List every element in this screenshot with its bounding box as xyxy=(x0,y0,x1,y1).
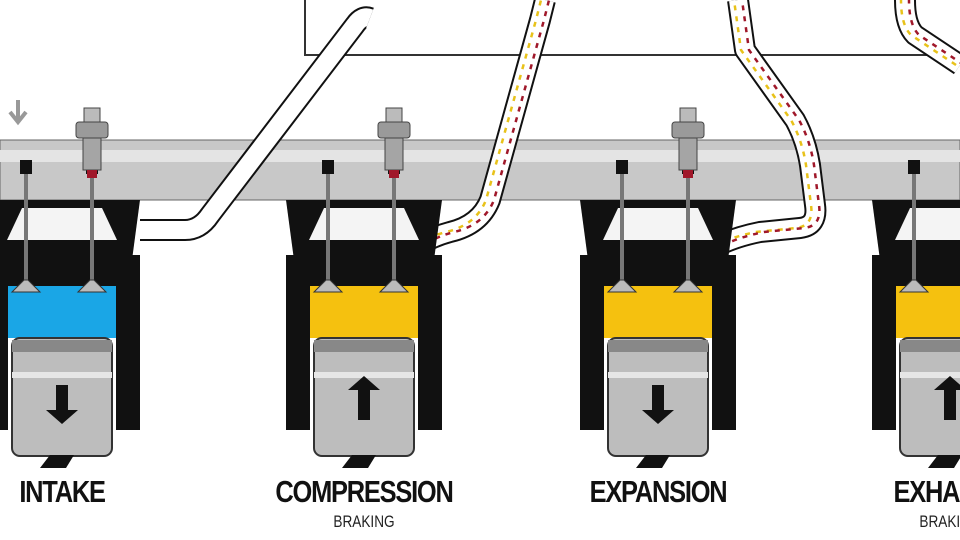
injector-seal xyxy=(87,170,97,178)
connecting-rod xyxy=(40,455,74,468)
cylinder-exhaust xyxy=(872,160,960,468)
injector-seal xyxy=(389,170,399,178)
valve-head xyxy=(76,279,108,293)
valve-head xyxy=(898,279,930,293)
valve-head xyxy=(312,279,344,293)
injector-cap xyxy=(679,107,697,123)
combustion-port xyxy=(7,208,117,240)
valve-head xyxy=(672,279,704,293)
valve-stem xyxy=(392,168,396,288)
compression-exhaust-tube-flow-red xyxy=(408,0,551,259)
piston-highlight xyxy=(900,372,960,378)
label-exhaust: EXHAUST xyxy=(893,474,960,509)
intake-arrow-icon xyxy=(8,100,28,126)
exhaust-tube xyxy=(896,0,960,73)
label-intake: INTAKE xyxy=(19,474,106,509)
piston-arrow-down-icon xyxy=(46,385,78,424)
valve-tip xyxy=(322,160,334,174)
piston-ring xyxy=(900,340,960,352)
valve-stem xyxy=(326,168,330,288)
cylinder-expansion xyxy=(580,107,736,468)
injector-body xyxy=(384,137,404,171)
injector-nut xyxy=(671,121,705,139)
injector-seal xyxy=(683,170,693,178)
cylinder-wall-left xyxy=(872,255,896,430)
valve-stem xyxy=(620,168,624,288)
injector-body xyxy=(82,137,102,171)
piston-highlight xyxy=(314,372,414,378)
intake-tube xyxy=(140,8,374,239)
cylinder-wall-right xyxy=(116,255,140,430)
valve-tip xyxy=(20,160,32,174)
piston-ring xyxy=(12,340,112,352)
combustion-port xyxy=(309,208,419,240)
cylinder-wall-left xyxy=(0,255,8,430)
cylinder-wall-left xyxy=(580,255,604,430)
cylinder-wall-right xyxy=(712,255,736,430)
sublabel-exhaust-braking: BRAKING xyxy=(919,512,960,531)
valve-stem xyxy=(90,168,94,288)
compression-exhaust-tube-flow-yellow xyxy=(400,0,543,259)
valve-head xyxy=(10,279,42,293)
combustion-chamber xyxy=(896,286,960,338)
label-expansion: EXPANSION xyxy=(589,474,728,509)
label-compression: COMPRESSION xyxy=(275,474,453,509)
connecting-rod xyxy=(342,455,376,468)
exhaust-manifold-outline xyxy=(304,0,960,56)
cylinder-wall-left xyxy=(286,255,310,430)
injector-nut xyxy=(75,121,109,139)
piston-ring xyxy=(608,340,708,352)
valve-tip xyxy=(616,160,628,174)
injector-nut xyxy=(377,121,411,139)
valve-stem xyxy=(686,168,690,288)
exhaust-tube-flow-yellow xyxy=(899,0,957,67)
sublabel-compression-braking: BRAKING xyxy=(333,512,395,531)
piston-highlight xyxy=(12,372,112,378)
combustion-chamber xyxy=(310,286,418,338)
cylinder-intake xyxy=(0,107,140,468)
combustion-port xyxy=(895,208,960,240)
piston-arrow-up-icon xyxy=(348,376,380,420)
cylinder-compression xyxy=(286,107,442,468)
injector-cap xyxy=(385,107,403,123)
piston-arrow-down-icon xyxy=(642,385,674,424)
valve-stem xyxy=(912,168,916,288)
connecting-rod xyxy=(928,455,960,468)
valve-stem xyxy=(24,168,28,288)
valve-head xyxy=(378,279,410,293)
combustion-port xyxy=(603,208,713,240)
piston-highlight xyxy=(608,372,708,378)
piston-ring xyxy=(314,340,414,352)
connecting-rod xyxy=(636,455,670,468)
expansion-exhaust-tube-flow-red xyxy=(703,0,821,259)
combustion-chamber xyxy=(604,286,712,338)
expansion-exhaust-tube-flow-yellow xyxy=(695,0,813,259)
valve-head xyxy=(606,279,638,293)
injector-body xyxy=(678,137,698,171)
piston-arrow-up-icon xyxy=(934,376,960,420)
exhaust-tube-flow-red xyxy=(907,0,960,64)
valve-tip xyxy=(908,160,920,174)
combustion-chamber xyxy=(8,286,116,338)
injector-cap xyxy=(83,107,101,123)
cylinder-wall-right xyxy=(418,255,442,430)
